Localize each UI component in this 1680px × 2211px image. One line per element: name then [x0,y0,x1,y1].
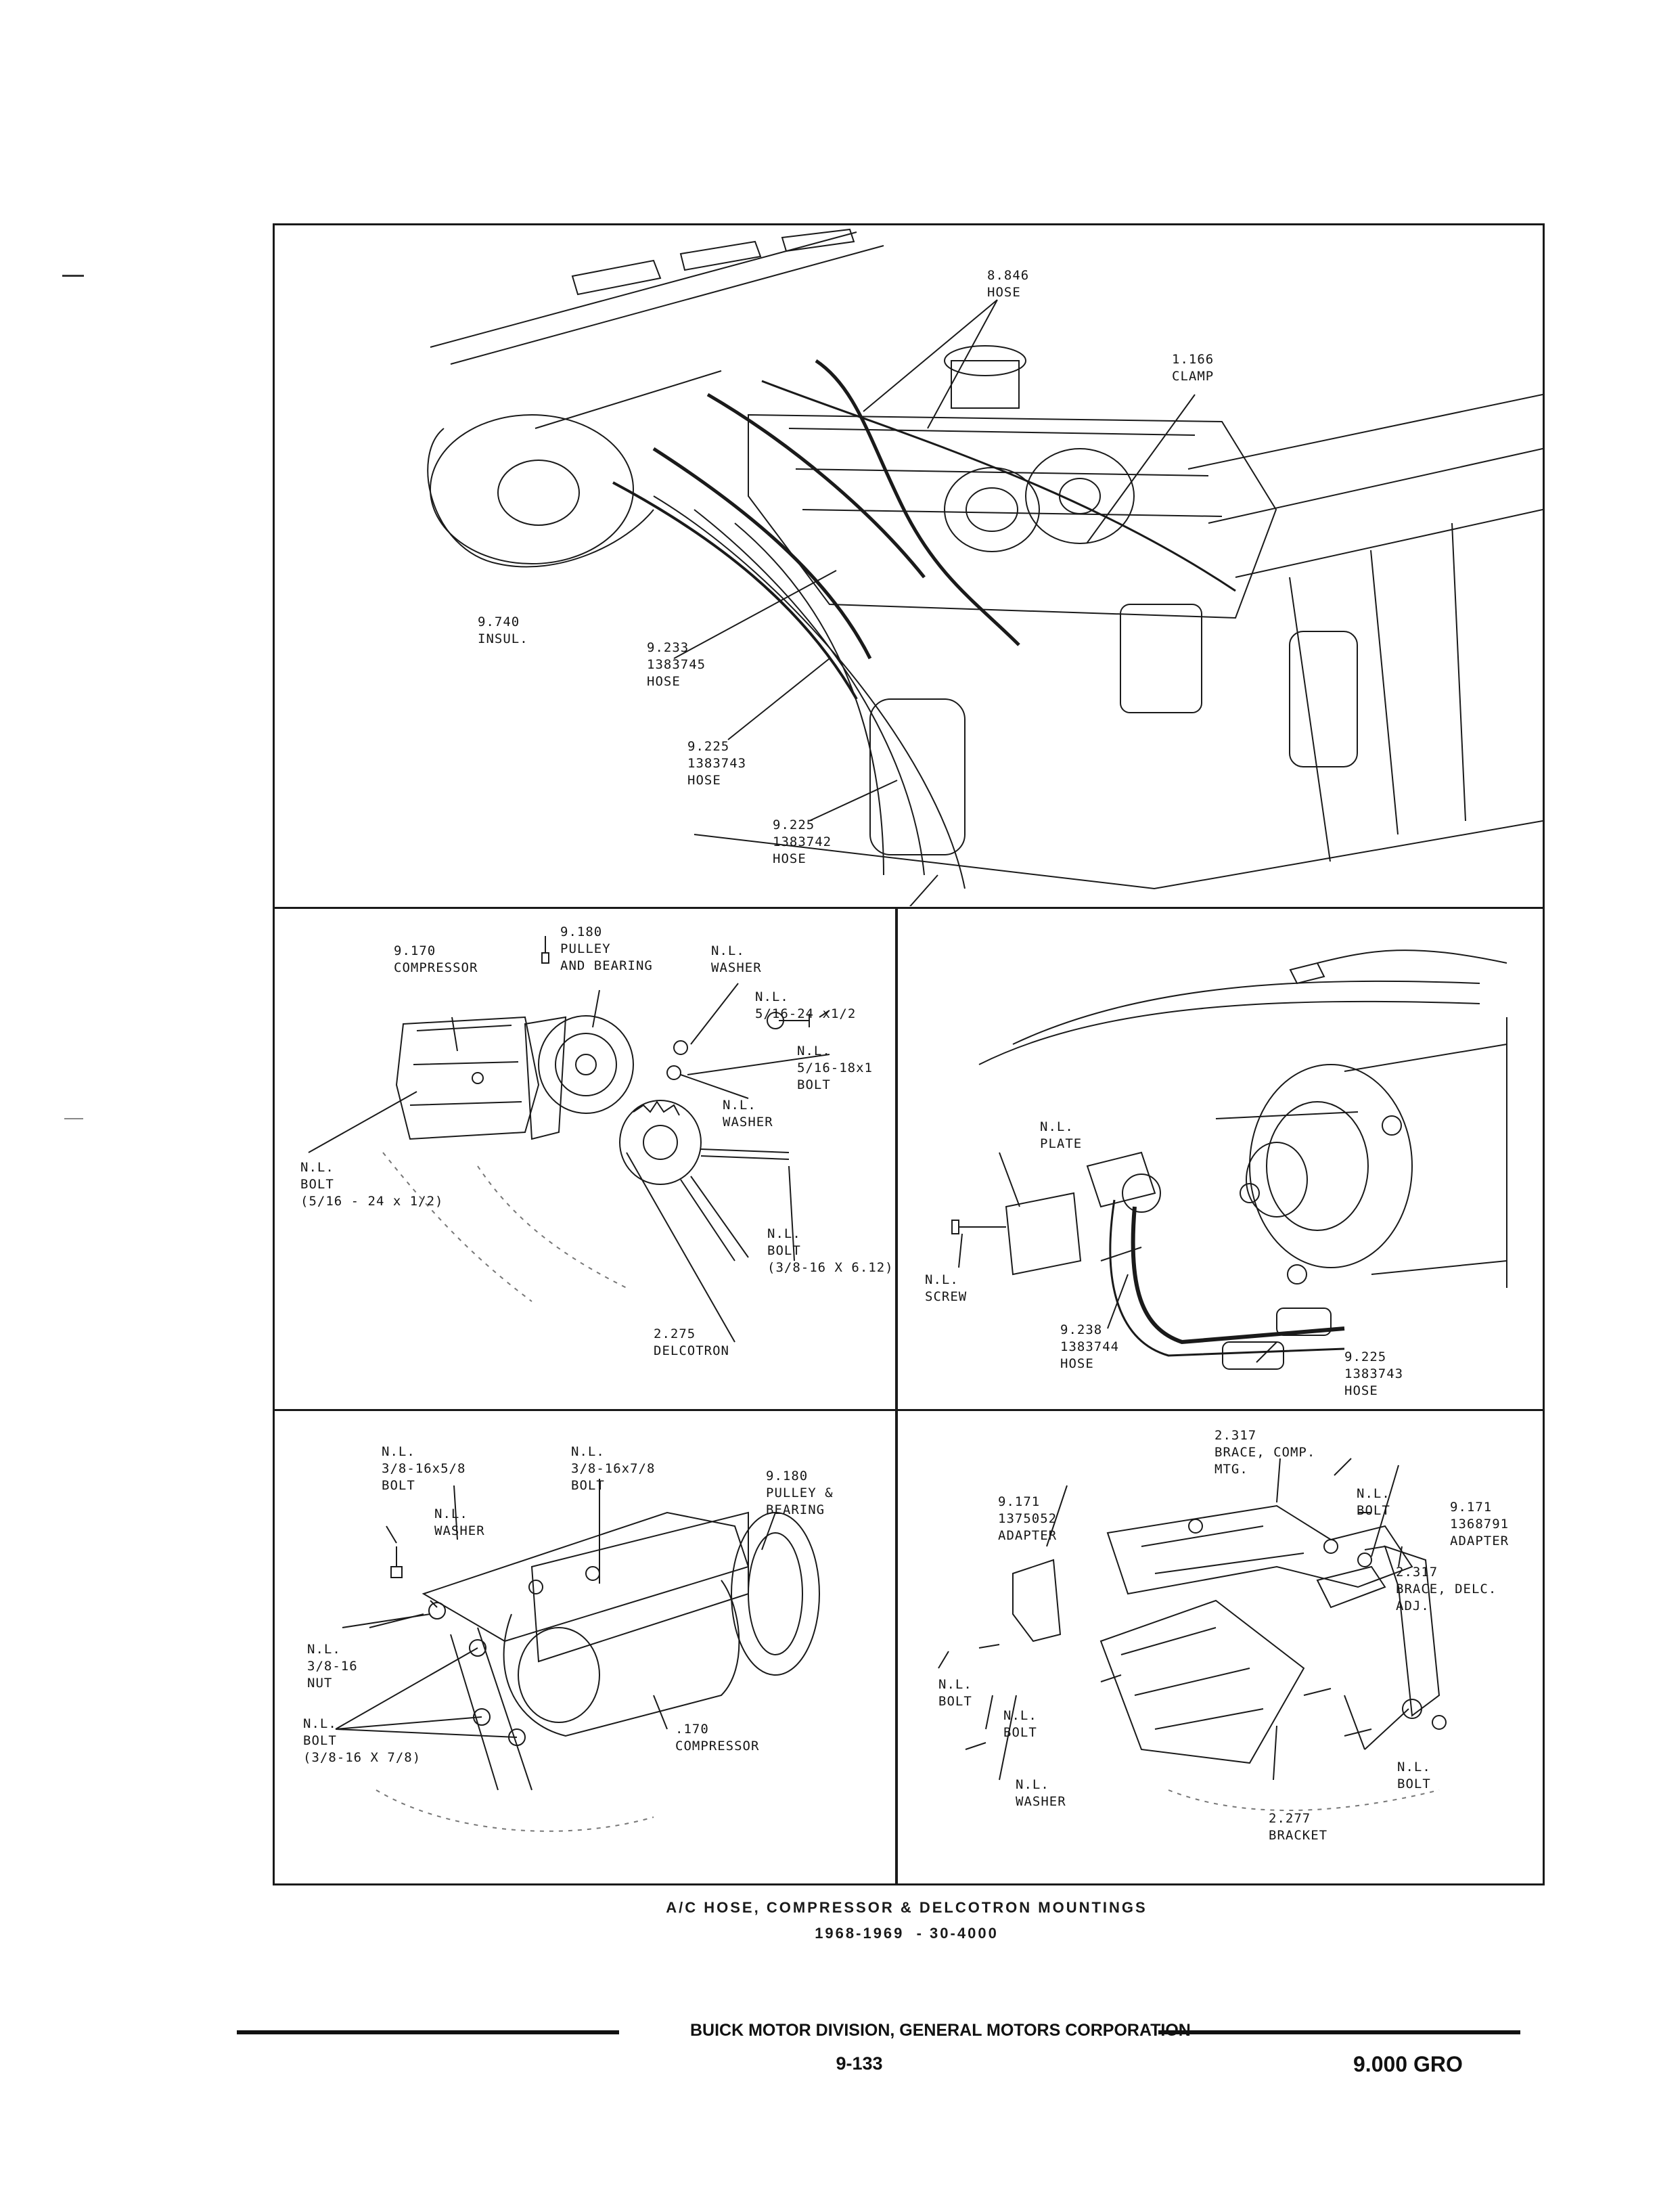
figure-frame [273,223,1545,1885]
compressor-mounting-drawing [335,1479,820,1832]
callout-nl-bolt-top: N.L.BOLT [1357,1486,1390,1518]
callout-nl-screw: N.L.SCREW [925,1272,968,1304]
panel-divider-horizontal [273,907,1545,909]
panel-divider-horizontal [273,1409,1545,1411]
footer-page-number: 9-133 [836,2053,883,2074]
callout-nl-bolt-5-16-24: N.L.BOLT(5/16 - 24 x 1/2) [300,1160,444,1209]
footer-rule-right [1158,2030,1520,2034]
callout-nl-bolt-right: N.L.BOLT [1397,1760,1431,1791]
leader-lines [535,299,1196,906]
footer-rule-left [237,2030,619,2034]
compressor-delcotron-drawing [308,936,830,1343]
hose-plate-drawing [951,950,1507,1370]
bracket-brace-drawing [938,1458,1447,1811]
callout-nl-bolt-center: N.L.BOLT [1003,1708,1037,1740]
margin-mark [62,275,84,277]
engine-compartment-drawing [427,228,1543,890]
margin-mark [64,1118,83,1119]
figure-caption-subtitle: 1968-1969 - 30-4000 [815,1925,999,1942]
callout-nl-bolt-3-8-16: N.L.BOLT(3/8-16 X 6.12) [767,1226,894,1275]
footer-group: 9.000 GRO [1353,2052,1463,2076]
callout-nl-washer-lower: N.L.WASHER [723,1098,773,1130]
callout-nl-washer: N.L.WASHER [1016,1777,1066,1809]
footer-division: BUICK MOTOR DIVISION, GENERAL MOTORS COR… [690,2021,1191,2040]
callout-nl-bolt-left: N.L.BOLT [938,1677,972,1709]
callout-nl-plate: N.L.PLATE [1040,1119,1083,1151]
callout-nl-washer-upper: N.L.WASHER [711,943,762,975]
figure-caption-title: A/C HOSE, COMPRESSOR & DELCOTRON MOUNTIN… [666,1899,1148,1916]
callout-nl-washer: N.L.WASHER [434,1506,485,1538]
callout-nl-bolt-3-8-16x7-8-lower: N.L.BOLT(3/8-16 X 7/8) [303,1716,422,1765]
panel-divider-vertical [895,907,898,1885]
callout-nl-5-16-24: N.L.5/16-24 x1/2 [755,989,857,1021]
